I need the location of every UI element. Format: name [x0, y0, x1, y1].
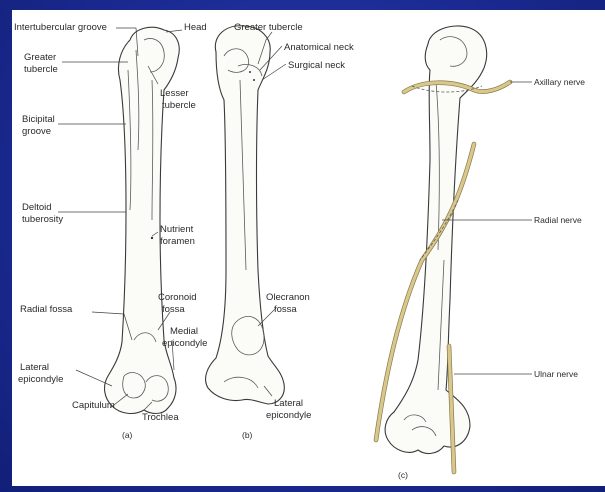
panel-label-a: (a) — [122, 430, 133, 440]
label-greater-tubercle-b: Greater tubercle — [234, 22, 303, 33]
humerus-diagram: Intertubercular groove Head Greater tube… — [12, 10, 605, 486]
label-bicipital-groove-2: groove — [22, 126, 51, 137]
label-olecranon-fossa-2: fossa — [274, 304, 297, 315]
label-medial-epicondyle: Medial — [170, 326, 198, 337]
panel-label-c: (c) — [398, 470, 408, 480]
humerus-figure: Intertubercular groove Head Greater tube… — [12, 10, 605, 486]
label-bicipital-groove: Bicipital — [22, 114, 55, 125]
label-lateral-epicondyle-a-2: epicondyle — [18, 374, 63, 385]
label-head: Head — [184, 22, 207, 33]
label-coronoid-fossa: Coronoid — [158, 292, 197, 303]
humerus-posterior — [206, 26, 285, 404]
humerus-anterior — [105, 27, 180, 413]
label-nutrient-foramen: Nutrient — [160, 224, 194, 235]
label-lesser-tubercle-2: tubercle — [162, 100, 196, 111]
label-medial-epicondyle-2: epicondyle — [162, 338, 207, 349]
labels: Intertubercular groove Head Greater tube… — [14, 22, 585, 480]
label-lateral-epicondyle-b-2: epicondyle — [266, 410, 311, 421]
label-ulnar-nerve: Ulnar nerve — [534, 369, 578, 379]
label-lesser-tubercle: Lesser — [160, 88, 189, 99]
label-deltoid-tuberosity: Deltoid — [22, 202, 52, 213]
humerus-with-nerves — [376, 26, 510, 472]
label-radial-fossa: Radial fossa — [20, 304, 73, 315]
label-surgical-neck: Surgical neck — [288, 60, 345, 71]
label-capitulum: Capitulum — [72, 400, 115, 411]
label-axillary-nerve: Axillary nerve — [534, 77, 585, 87]
label-olecranon-fossa: Olecranon — [266, 292, 310, 303]
label-intertubercular-groove: Intertubercular groove — [14, 22, 107, 33]
label-deltoid-tuberosity-2: tuberosity — [22, 214, 63, 225]
label-radial-nerve: Radial nerve — [534, 215, 582, 225]
label-greater-tubercle-a-2: tubercle — [24, 64, 58, 75]
label-lateral-epicondyle-a: Lateral — [20, 362, 49, 373]
label-anatomical-neck: Anatomical neck — [284, 42, 354, 53]
label-nutrient-foramen-2: foramen — [160, 236, 195, 247]
label-lateral-epicondyle-b: Lateral — [274, 398, 303, 409]
panel-label-b: (b) — [242, 430, 253, 440]
label-greater-tubercle-a: Greater — [24, 52, 56, 63]
label-coronoid-fossa-2: fossa — [162, 304, 185, 315]
label-trochlea: Trochlea — [142, 412, 179, 423]
